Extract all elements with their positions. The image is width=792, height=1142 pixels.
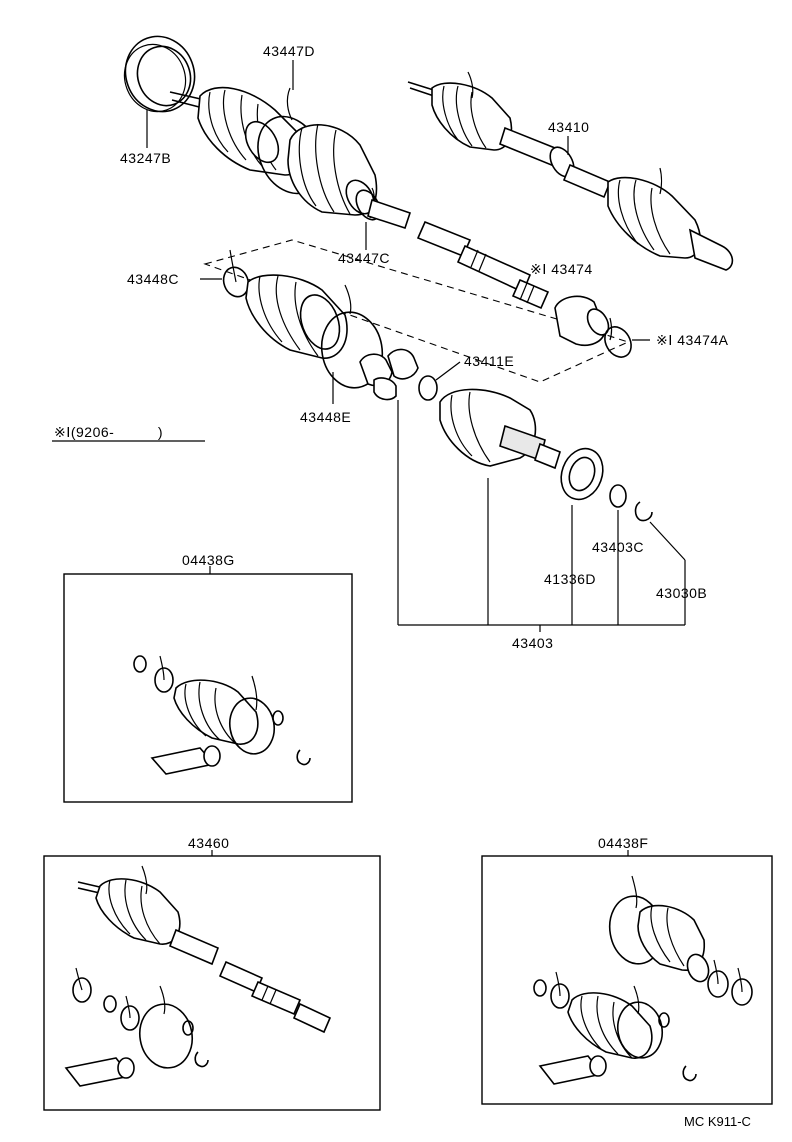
drive-shaft[interactable] — [367, 198, 550, 310]
o-ring-43403c[interactable] — [609, 484, 627, 508]
note-date-range: ※Ⅰ(9206- ) — [54, 424, 163, 440]
inner-boot-43448[interactable] — [245, 274, 348, 359]
damper-clamp-43474a[interactable] — [600, 317, 637, 362]
label-43247b: 43247B — [120, 150, 171, 166]
dust-deflector-41336d[interactable] — [554, 443, 609, 506]
label-04438f: 04438F — [598, 835, 648, 851]
label-04438g: 04438G — [182, 552, 235, 568]
inner-boot-upper[interactable] — [287, 123, 379, 219]
label-43447d: 43447D — [263, 43, 315, 59]
boot-clamp-43448e[interactable] — [316, 284, 388, 393]
snap-ring-43411e[interactable] — [418, 375, 438, 401]
boot-band-43247b[interactable] — [115, 27, 205, 122]
diagram-code: MC K911-C — [684, 1114, 751, 1129]
boot-clamp-43448c[interactable] — [220, 249, 253, 300]
kit-box-04438f — [481, 855, 773, 1105]
label-43403: 43403 — [512, 635, 553, 651]
label-43030b: 43030B — [656, 585, 707, 601]
label-43403c: 43403C — [592, 539, 644, 555]
kit-43460-parts[interactable] — [64, 865, 332, 1087]
label-43411e: 43411E — [464, 353, 514, 369]
tripod-joint[interactable] — [359, 348, 419, 401]
label-43448c: 43448C — [127, 271, 179, 287]
label-43410: 43410 — [548, 119, 589, 135]
drive-shaft-assembly-43410[interactable] — [407, 71, 734, 271]
outer-boot-left[interactable] — [169, 86, 305, 176]
label-43460: 43460 — [188, 835, 229, 851]
inboard-joint-housing[interactable] — [439, 388, 561, 470]
label-43447c: 43447C — [338, 250, 390, 266]
label-43474: ※Ⅰ 43474 — [530, 261, 593, 277]
kit-box-04438g — [63, 573, 353, 803]
kit-04438f-parts[interactable] — [533, 875, 753, 1085]
service-kit-outline — [203, 239, 630, 383]
label-43474a: ※Ⅰ 43474A — [656, 332, 729, 348]
dynamic-damper-43474[interactable] — [554, 295, 613, 346]
snap-ring-43030b[interactable] — [634, 501, 653, 522]
kit-04438g-parts[interactable] — [133, 655, 311, 775]
leader-43411e — [435, 361, 461, 381]
label-43448e: 43448E — [300, 409, 351, 425]
assembly-bracket-43403 — [397, 400, 686, 632]
label-41336d: 41336D — [544, 571, 596, 587]
